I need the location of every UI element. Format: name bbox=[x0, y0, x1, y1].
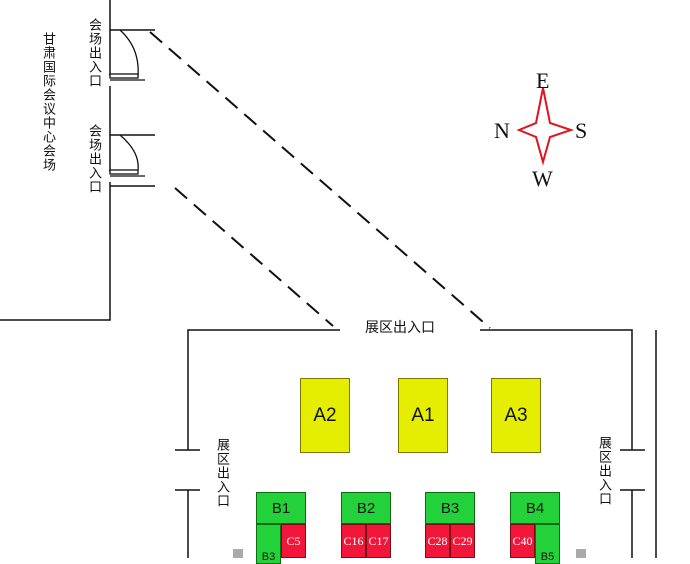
compass-east: E bbox=[536, 68, 550, 93]
exhibition-hall-wall bbox=[175, 329, 657, 558]
compass-west: W bbox=[532, 166, 553, 191]
exhibition-main-entrance-label: 展区出入口 bbox=[365, 320, 435, 336]
booth-b3[interactable]: B3 bbox=[425, 492, 475, 524]
pillar-marker-left bbox=[233, 549, 243, 558]
compass-rose bbox=[516, 87, 575, 166]
booth-a2[interactable]: A2 bbox=[300, 378, 350, 453]
hall-door-top bbox=[109, 29, 145, 81]
corridor-dash-upper bbox=[149, 31, 491, 329]
booth-partial-b5[interactable]: B5 bbox=[535, 524, 560, 564]
booth-b2[interactable]: B2 bbox=[341, 492, 391, 524]
hall-exit-label-bottom: 会场出入口 bbox=[86, 124, 101, 194]
booth-a1[interactable]: A1 bbox=[398, 378, 448, 453]
booth-b4[interactable]: B4 bbox=[510, 492, 560, 524]
hall-exit-label-top: 会场出入口 bbox=[86, 18, 101, 88]
corridor-dash-lower bbox=[174, 187, 334, 327]
compass-south: S bbox=[575, 118, 588, 143]
exhibition-left-entrance-label: 展区出入口 bbox=[214, 438, 229, 508]
booth-c29[interactable]: C29 bbox=[450, 524, 475, 558]
compass-north: N bbox=[494, 118, 510, 143]
booth-b1[interactable]: B1 bbox=[256, 492, 306, 524]
booth-a3[interactable]: A3 bbox=[491, 378, 541, 453]
booth-c40[interactable]: C40 bbox=[510, 524, 535, 558]
booth-partial-b3[interactable]: B3 bbox=[256, 524, 281, 564]
conference-hall-wall bbox=[0, 0, 155, 321]
exhibition-right-entrance-label: 展区出入口 bbox=[596, 436, 611, 506]
pillar-marker-right bbox=[576, 549, 586, 558]
booth-c5[interactable]: C5 bbox=[281, 524, 306, 558]
hall-door-bottom bbox=[109, 134, 145, 177]
booth-c17[interactable]: C17 bbox=[366, 524, 391, 558]
booth-c28[interactable]: C28 bbox=[425, 524, 450, 558]
booth-c16[interactable]: C16 bbox=[341, 524, 366, 558]
conference-hall-label: 甘肃国际会议中心会场 bbox=[40, 32, 55, 172]
